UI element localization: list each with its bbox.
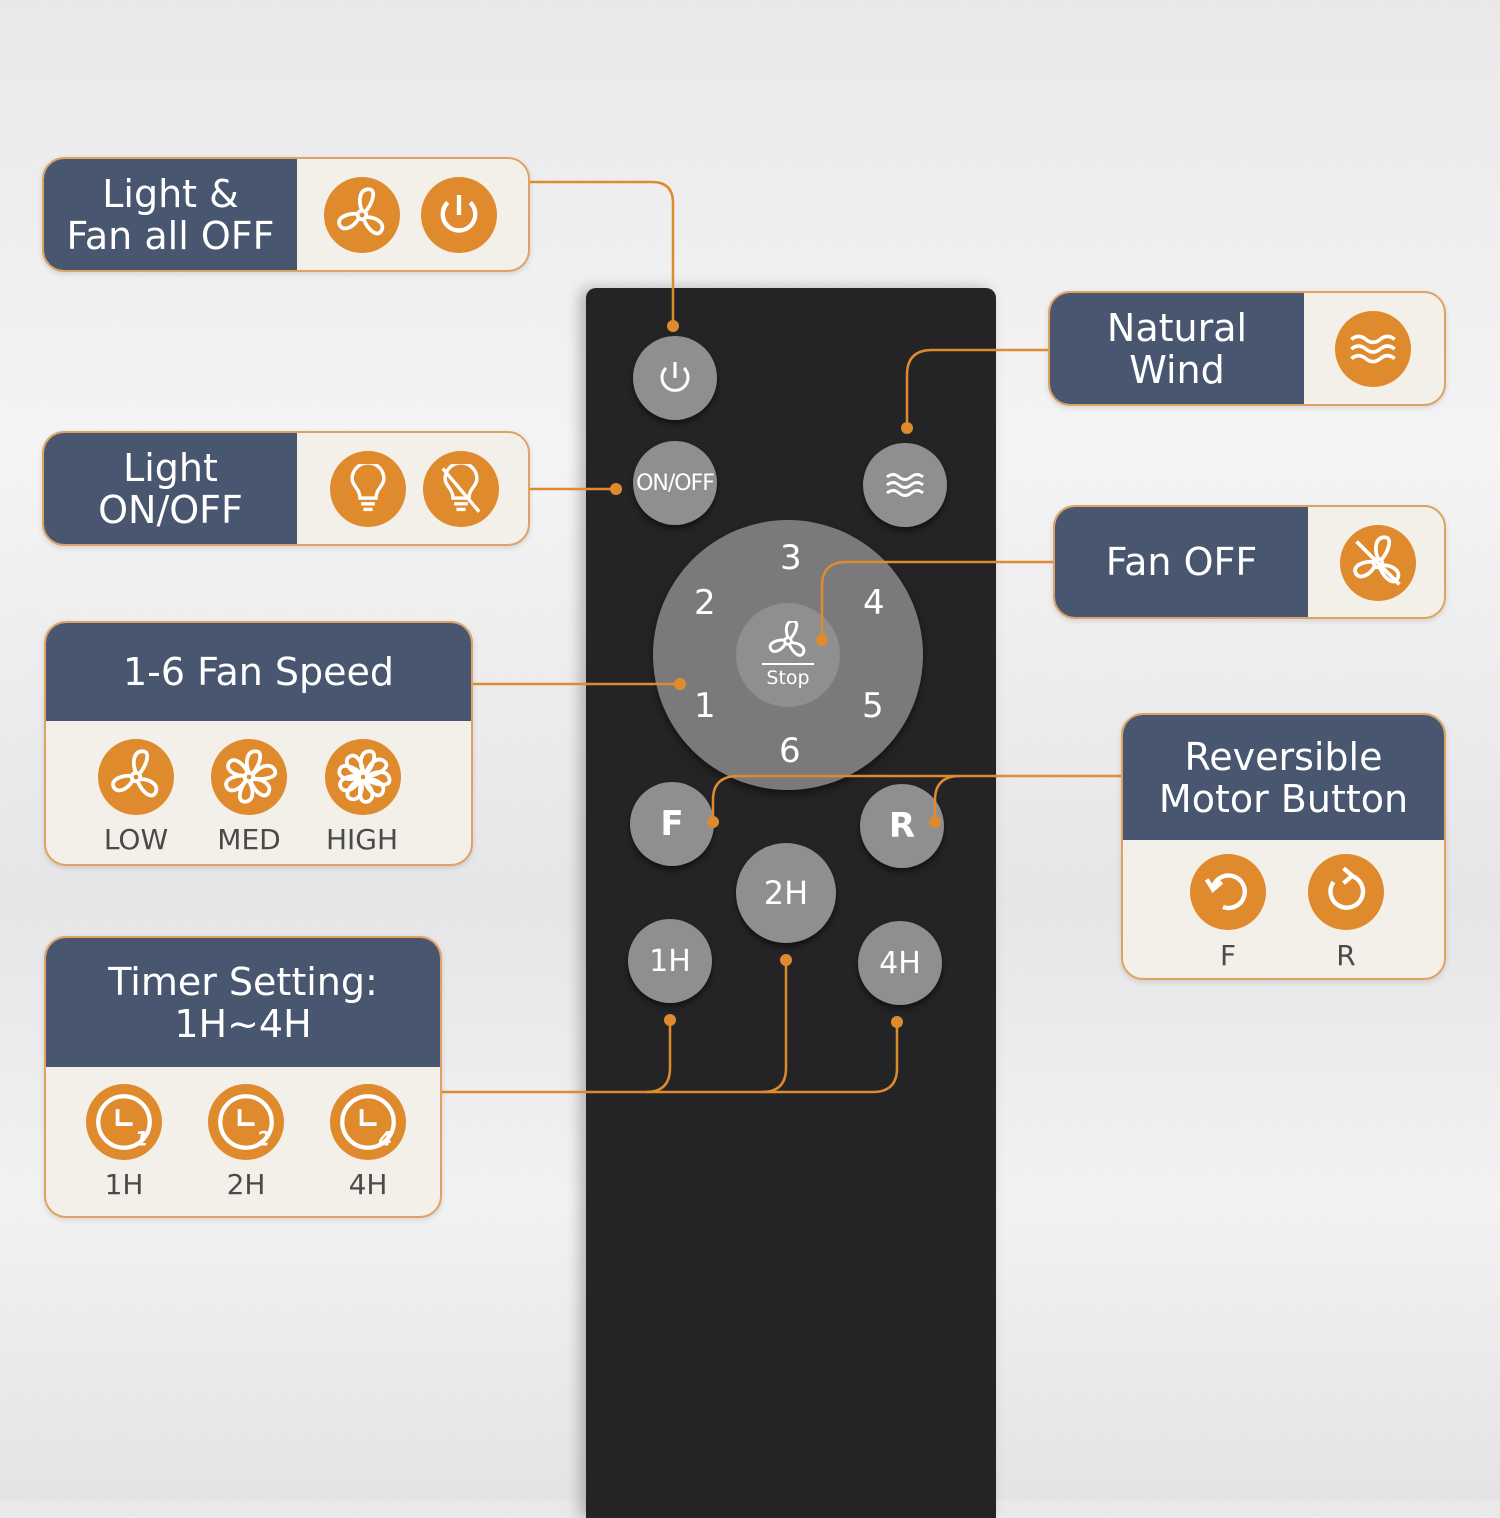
rev-f-label: F xyxy=(1219,939,1237,972)
all-off-title-2: Fan all OFF xyxy=(66,213,275,258)
power-button[interactable] xyxy=(633,336,717,420)
r-label: R xyxy=(888,806,916,846)
high-label: HIGH xyxy=(325,823,399,856)
t4-label: 4H xyxy=(879,945,921,981)
fan-off-icon xyxy=(1340,525,1416,601)
timer-title-1: Timer Setting: xyxy=(108,959,378,1004)
fan-icon xyxy=(324,177,400,253)
speed-button-6[interactable]: 6 xyxy=(779,731,801,771)
timer-title-2: 1H~4H xyxy=(174,1001,312,1046)
card-fan-off: Fan OFF xyxy=(1053,505,1446,619)
timer-1h-button[interactable]: 1H xyxy=(628,919,712,1003)
fan-off-title: Fan OFF xyxy=(1055,507,1308,617)
svg-text:4: 4 xyxy=(378,1128,392,1151)
fan-low-icon xyxy=(98,739,174,815)
speed-button-3[interactable]: 3 xyxy=(780,538,802,578)
card-light-onoff: Light ON/OFF xyxy=(42,431,530,546)
wind-title-1: Natural xyxy=(1106,305,1248,350)
wind-icon xyxy=(1335,311,1411,387)
speed-button-5[interactable]: 5 xyxy=(862,686,884,726)
rotate-cw-icon xyxy=(1308,854,1384,930)
reverse-title-1: Reversible xyxy=(1184,734,1383,779)
fan-speed-title: 1-6 Fan Speed xyxy=(46,623,471,721)
timer-1h-label: 1H xyxy=(104,1168,144,1201)
t1-label: 1H xyxy=(649,943,691,979)
svg-text:1: 1 xyxy=(135,1128,148,1151)
natural-wind-button[interactable] xyxy=(863,443,947,527)
speed-button-4[interactable]: 4 xyxy=(863,583,885,623)
rev-r-label: R xyxy=(1336,939,1356,972)
fan-med-icon xyxy=(211,739,287,815)
light-title-2: ON/OFF xyxy=(98,487,243,532)
fan-stop-button[interactable]: Stop xyxy=(736,603,840,707)
card-natural-wind: Natural Wind xyxy=(1048,291,1446,406)
svg-text:2: 2 xyxy=(257,1128,270,1151)
bulb-icon xyxy=(330,451,406,527)
f-label: F xyxy=(660,804,684,844)
power-icon xyxy=(660,362,690,392)
onoff-label: ON/OFF xyxy=(636,470,715,496)
reverse-title-2: Motor Button xyxy=(1158,776,1409,821)
timer-2h-button[interactable]: 2H xyxy=(736,843,836,943)
wind-icon xyxy=(886,473,924,497)
card-timer: Timer Setting: 1H~4H 1 2 4 1H 2H 4H xyxy=(44,936,442,1218)
timer-4h-label: 4H xyxy=(348,1168,388,1201)
power-icon xyxy=(421,177,497,253)
speed-button-1[interactable]: 1 xyxy=(694,686,716,726)
reverse-button[interactable]: R xyxy=(860,784,944,868)
card-all-off: Light & Fan all OFF xyxy=(42,157,530,272)
rotate-ccw-icon xyxy=(1190,854,1266,930)
clock-2h-icon: 2 xyxy=(208,1084,284,1160)
light-onoff-button[interactable]: ON/OFF xyxy=(633,441,717,525)
light-title-1: Light xyxy=(123,445,218,490)
clock-1h-icon: 1 xyxy=(86,1084,162,1160)
low-label: LOW xyxy=(103,823,169,856)
fan-high-icon xyxy=(325,739,401,815)
card-fan-speed: 1-6 Fan Speed LOW MED HIGH xyxy=(44,621,473,866)
all-off-title-1: Light & xyxy=(102,171,239,216)
t2-label: 2H xyxy=(763,874,809,912)
stop-label: Stop xyxy=(766,667,810,689)
wind-title-2: Wind xyxy=(1129,347,1225,392)
forward-button[interactable]: F xyxy=(630,782,714,866)
med-label: MED xyxy=(217,823,281,856)
bulb-off-icon xyxy=(423,451,499,527)
clock-4h-icon: 4 xyxy=(330,1084,406,1160)
speed-button-2[interactable]: 2 xyxy=(694,583,716,623)
timer-2h-label: 2H xyxy=(226,1168,266,1201)
timer-4h-button[interactable]: 4H xyxy=(858,921,942,1005)
card-reversible-motor: Reversible Motor Button F R xyxy=(1121,713,1446,980)
